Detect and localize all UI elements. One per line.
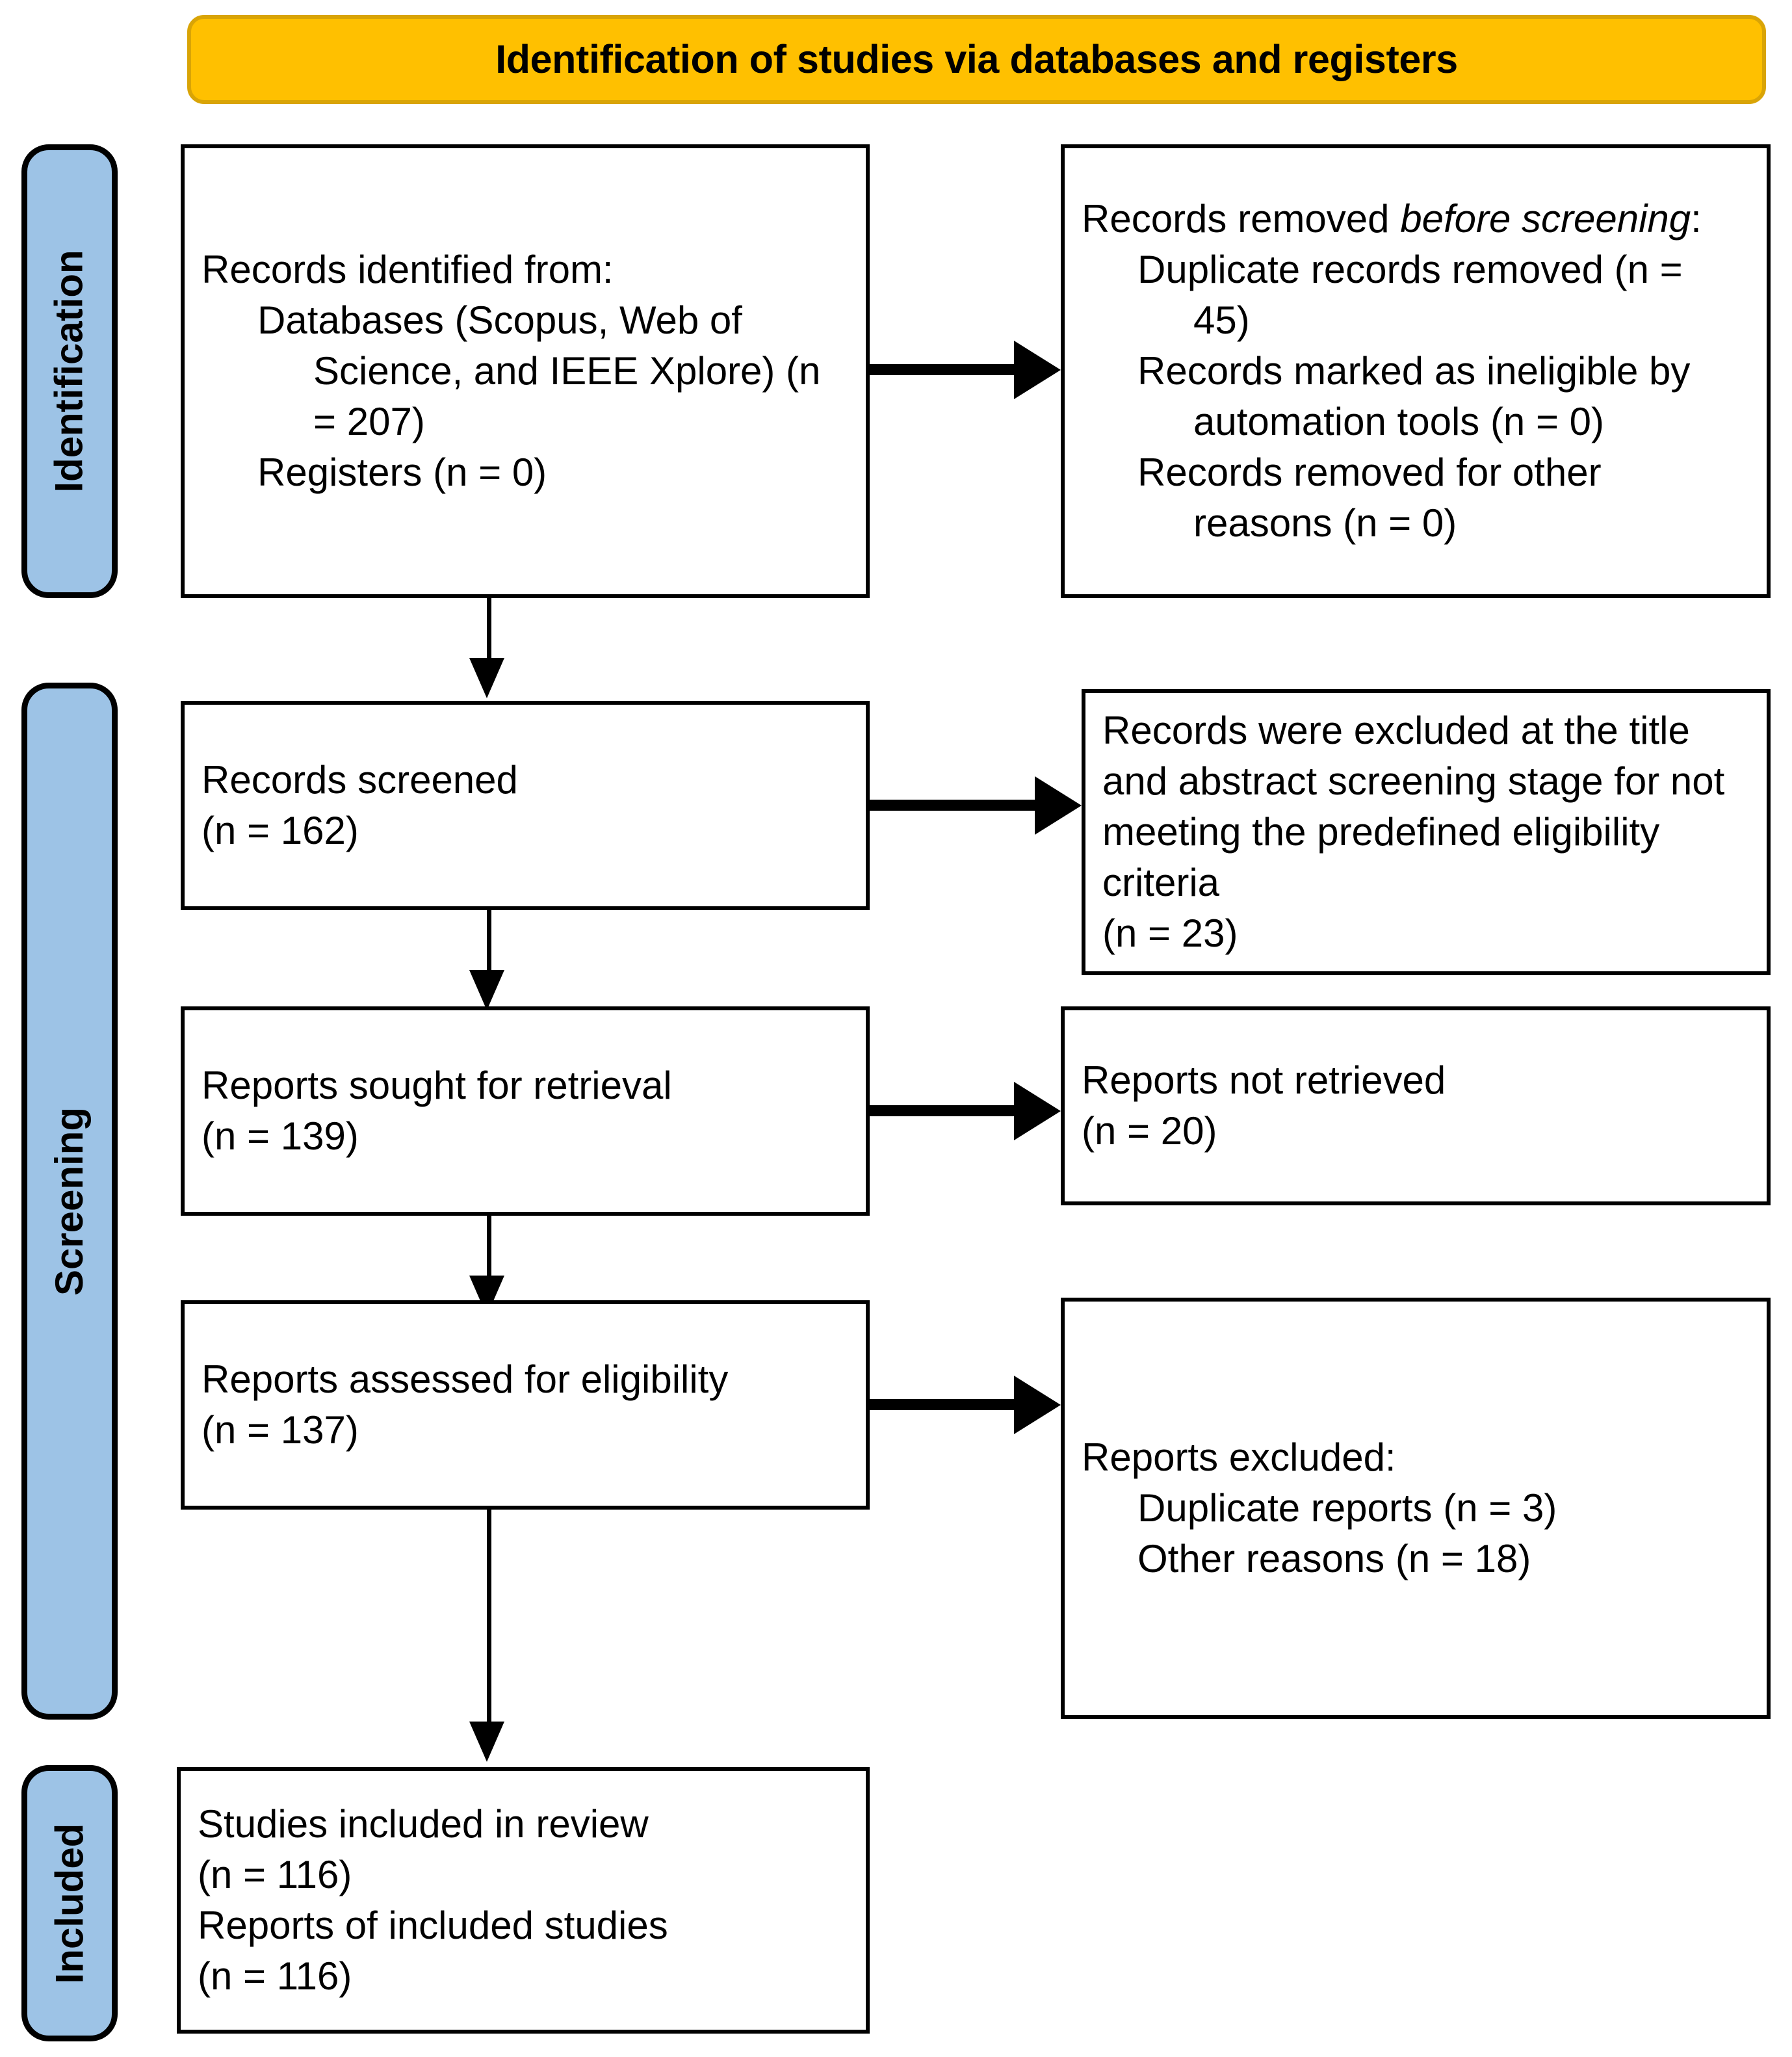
stage-label-included: Included — [21, 1765, 118, 2041]
arrow-identified-to-removed — [870, 364, 1017, 375]
records-identified-line1: Records identified from: — [201, 248, 614, 291]
arrow-assessed-to-included-head — [469, 1722, 504, 1762]
box-records-removed-before-screening: Records removed before screening: Duplic… — [1061, 144, 1771, 598]
records-screened-count: (n = 162) — [201, 809, 359, 852]
reports-sought-line1: Reports sought for retrieval — [201, 1064, 672, 1107]
studies-included-count: (n = 116) — [198, 1853, 352, 1896]
arrow-screened-to-excluded — [870, 800, 1037, 811]
box-records-excluded-title-abstract: Records were excluded at the title and a… — [1082, 689, 1771, 975]
box-reports-assessed-eligibility: Reports assessed for eligibility (n = 13… — [181, 1300, 870, 1510]
reports-assessed-line1: Reports assessed for eligibility — [201, 1357, 729, 1401]
records-identified-registers: Registers (n = 0) — [257, 451, 547, 494]
reports-assessed-count: (n = 137) — [201, 1408, 359, 1452]
records-removed-heading-italic: before screening — [1400, 197, 1691, 241]
records-removed-heading-a: Records removed — [1082, 197, 1401, 241]
records-removed-heading: Records removed before screening: — [1082, 194, 1750, 244]
reports-excluded-item-duplicates: Duplicate reports (n = 3) — [1137, 1486, 1557, 1530]
records-screened-line1: Records screened — [201, 758, 518, 802]
records-removed-item-automation: Records marked as ineligible by automati… — [1137, 349, 1691, 443]
stage-label-identification-text: Identification — [47, 250, 91, 493]
arrow-identified-to-screened — [487, 598, 491, 663]
diagram-header-bar: Identification of studies via databases … — [187, 15, 1766, 104]
stage-label-included-text: Included — [47, 1823, 91, 1984]
reports-included-count: (n = 116) — [198, 1954, 352, 1998]
arrow-identified-to-screened-head — [469, 658, 504, 698]
arrow-identified-to-removed-head — [1014, 341, 1061, 399]
reports-excluded-heading: Reports excluded: — [1082, 1435, 1396, 1479]
arrow-sought-to-not-retrieved — [870, 1105, 1017, 1116]
arrow-sought-to-assessed — [487, 1216, 491, 1281]
studies-included-line1: Studies included in review — [198, 1802, 649, 1846]
stage-label-screening: Screening — [21, 683, 118, 1720]
page-title: Identification of studies via databases … — [495, 37, 1458, 81]
arrow-screened-to-sought-head — [469, 970, 504, 1010]
stage-label-identification: Identification — [21, 144, 118, 598]
reports-excluded-item-other: Other reasons (n = 18) — [1137, 1537, 1531, 1580]
records-removed-item-other: Records removed for other reasons (n = 0… — [1137, 451, 1602, 545]
box-reports-not-retrieved: Reports not retrieved (n = 20) — [1061, 1006, 1771, 1205]
arrow-assessed-to-included — [487, 1510, 491, 1724]
records-identified-databases: Databases (Scopus, Web of Science, and I… — [257, 298, 821, 443]
reports-not-retrieved-count: (n = 20) — [1082, 1109, 1217, 1153]
reports-sought-count: (n = 139) — [201, 1114, 359, 1158]
reports-not-retrieved-line1: Reports not retrieved — [1082, 1058, 1446, 1102]
box-studies-included: Studies included in review (n = 116) Rep… — [177, 1767, 870, 2034]
arrow-assessed-to-excluded-head — [1014, 1376, 1061, 1434]
reports-included-line1: Reports of included studies — [198, 1904, 668, 1947]
box-reports-sought-retrieval: Reports sought for retrieval (n = 139) — [181, 1006, 870, 1216]
arrow-screened-to-excluded-head — [1035, 776, 1082, 835]
records-excluded-count: (n = 23) — [1102, 911, 1238, 955]
box-reports-excluded: Reports excluded: Duplicate reports (n =… — [1061, 1298, 1771, 1719]
records-removed-item-duplicates: Duplicate records removed (n = 45) — [1137, 248, 1683, 342]
stage-label-screening-text: Screening — [47, 1107, 92, 1296]
box-records-identified: Records identified from: Databases (Scop… — [181, 144, 870, 598]
records-excluded-reason: Records were excluded at the title and a… — [1102, 709, 1725, 904]
arrow-screened-to-sought — [487, 910, 491, 975]
box-records-screened: Records screened (n = 162) — [181, 701, 870, 910]
arrow-assessed-to-excluded — [870, 1399, 1017, 1410]
arrow-sought-to-not-retrieved-head — [1014, 1082, 1061, 1140]
records-removed-heading-colon: : — [1691, 197, 1702, 241]
